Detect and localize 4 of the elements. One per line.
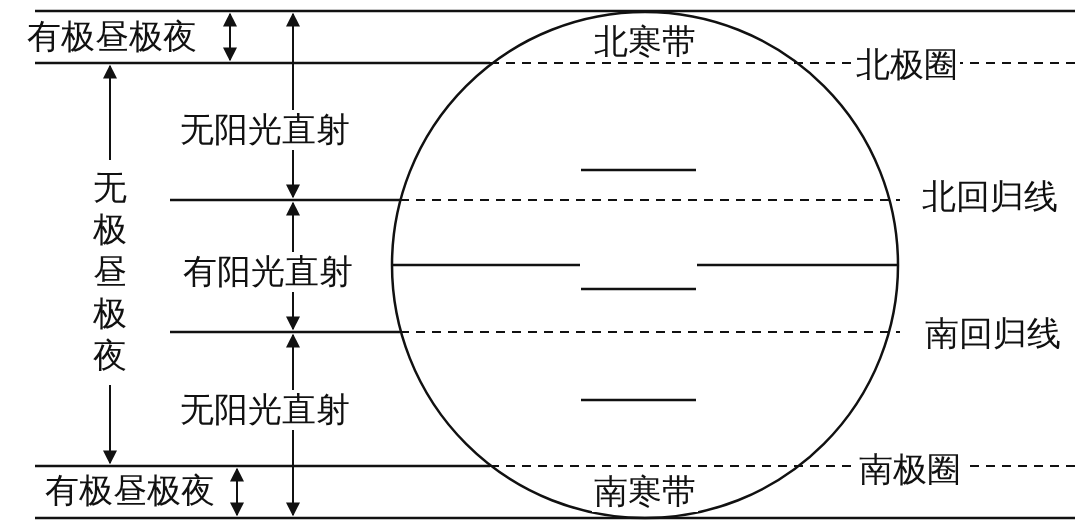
zone-label: 南寒带: [592, 472, 698, 512]
zone-label: 无阳光直射: [178, 390, 352, 430]
zone-label: 无阳光直射: [178, 110, 352, 150]
zone-label: 有阳光直射: [181, 252, 355, 292]
